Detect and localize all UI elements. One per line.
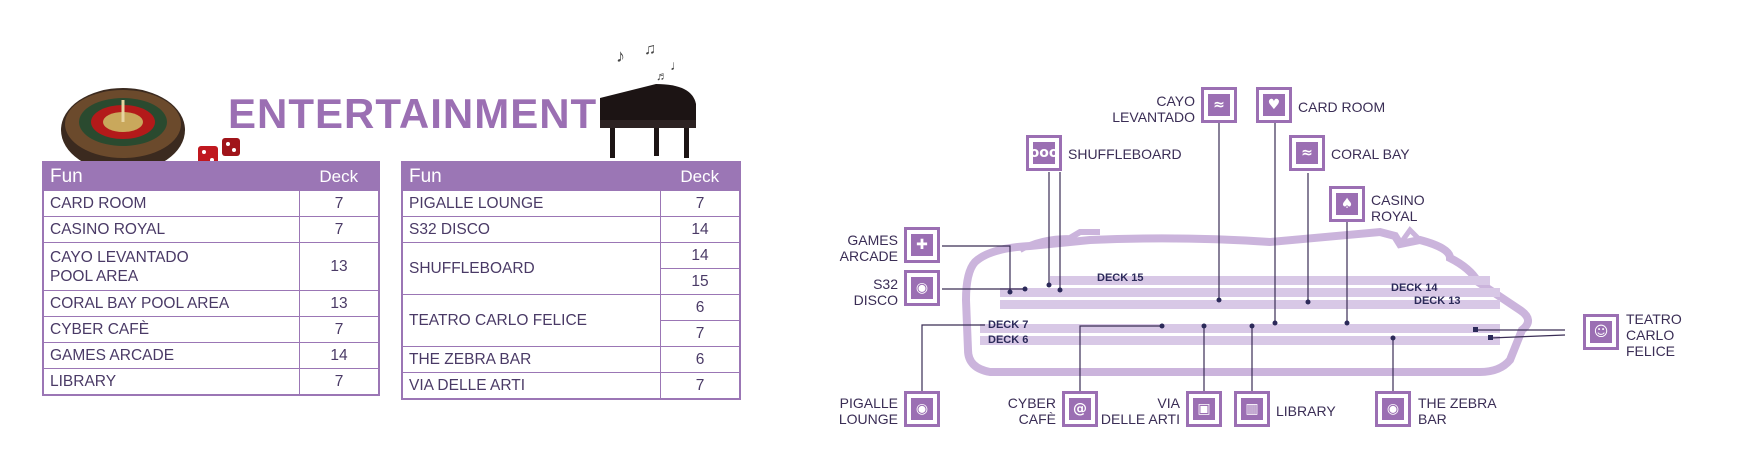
deck-number: 14 [660, 242, 741, 269]
deck-number: 15 [660, 268, 741, 295]
gamepad-icon: ✚ [904, 227, 940, 263]
at-icon: @ [1062, 391, 1098, 427]
cards-icon: ♠ [1329, 186, 1365, 222]
table-row: CYBER CAFÈ 7 [42, 316, 380, 343]
table-row: PIGALLE LOUNGE 7 [401, 190, 741, 217]
table-row: TEATRO CARLO FELICE 6 [401, 294, 741, 347]
deck-7-label: DECK 7 [988, 319, 1029, 331]
shuffleboard-label: SHUFFLEBOARD [1068, 146, 1182, 162]
entertainment-table-2: Fun Deck PIGALLE LOUNGE 7 S32 DISCO 14 S… [401, 161, 741, 400]
table-row: LIBRARY 7 [42, 368, 380, 396]
deck-number: 14 [660, 216, 741, 243]
deck-number: 6 [660, 346, 741, 373]
picture-icon: ▣ [1186, 391, 1222, 427]
deck-number: 7 [660, 372, 741, 400]
deck-15-band [1050, 276, 1490, 285]
deck-column-header: Deck [660, 162, 740, 191]
deck-13-band [1000, 300, 1500, 309]
venue-name: CORAL BAY POOL AREA [42, 290, 300, 317]
deck-13-label: DECK 13 [1414, 295, 1461, 307]
venue-name-line2: POOL AREA [50, 267, 139, 285]
svg-text:♩: ♩ [670, 57, 684, 73]
card-room-label: CARD ROOM [1298, 99, 1386, 115]
venue-name-line1: CAYO LEVANTADO [50, 248, 189, 266]
table-row: THE ZEBRA BAR 6 [401, 346, 741, 373]
venue-name: THE ZEBRA BAR [401, 346, 661, 373]
table-row: CARD ROOM 7 [42, 190, 380, 217]
vinyl-icon: ◉ [904, 391, 940, 427]
venue-name: TEATRO CARLO FELICE [401, 294, 661, 347]
swimmer-icon: ≈ [1201, 87, 1237, 123]
olympic-rings-icon: ooo [1026, 135, 1062, 171]
deck-number: 7 [299, 216, 380, 243]
table-row: CAYO LEVANTADO POOL AREA 13 [42, 242, 380, 291]
table-header-row: Fun Deck [402, 162, 740, 191]
roulette-image [61, 88, 240, 172]
table-row: GAMES ARCADE 14 [42, 342, 380, 369]
venue-name: PIGALLE LOUNGE [401, 190, 661, 217]
vinyl-icon: ◉ [1375, 391, 1411, 427]
table-header-row: Fun Deck [43, 162, 379, 191]
svg-text:♪: ♪ [616, 46, 625, 66]
swimmer-icon: ≈ [1289, 135, 1325, 171]
deck-number: 7 [299, 316, 380, 343]
venue-name: LIBRARY [42, 368, 300, 396]
deck-7-band [980, 324, 1500, 333]
table-row: VIA DELLE ARTI 7 [401, 372, 741, 400]
venue-name: GAMES ARCADE [42, 342, 300, 369]
page-title: ENTERTAINMENT [228, 90, 598, 137]
venue-name: VIA DELLE ARTI [401, 372, 661, 400]
deck-6-label: DECK 6 [988, 334, 1029, 346]
deck-14-label: DECK 14 [1391, 282, 1438, 294]
ship-hull [961, 227, 1532, 376]
deck-15-label: DECK 15 [1097, 272, 1144, 284]
venue-name: CYBER CAFÈ [42, 316, 300, 343]
vinyl-icon: ◉ [904, 270, 940, 306]
venue-name: SHUFFLEBOARD [401, 242, 661, 295]
deck-column-header: Deck [299, 162, 379, 191]
table-row: CORAL BAY POOL AREA 13 [42, 290, 380, 317]
cards-icon: ♥ [1256, 87, 1292, 123]
deck-number: 7 [299, 368, 380, 396]
venue-name: CAYO LEVANTADO POOL AREA [42, 242, 300, 291]
table-row: SHUFFLEBOARD 14 [401, 242, 741, 295]
table-row: 15 [402, 268, 741, 295]
fun-column-header: Fun [402, 162, 661, 191]
deck-number: 7 [660, 190, 741, 217]
table-row: CASINO ROYAL 7 [42, 216, 380, 243]
coral-bay-label: CORAL BAY [1331, 146, 1410, 162]
entertainment-table-1: Fun Deck CARD ROOM 7 CASINO ROYAL 7 CAYO… [42, 161, 380, 396]
fun-column-header: Fun [43, 162, 300, 191]
venue-name: CASINO ROYAL [42, 216, 300, 243]
svg-text:♬: ♬ [656, 69, 668, 83]
venue-name: CARD ROOM [42, 190, 300, 217]
svg-text:♫: ♫ [644, 41, 656, 58]
theatre-masks-icon: ☺ [1583, 314, 1619, 350]
venue-name: S32 DISCO [401, 216, 661, 243]
deck-6-band [980, 336, 1500, 345]
deck-number: 14 [299, 342, 380, 369]
book-icon: ▥ [1234, 391, 1270, 427]
deck-14-band [1000, 288, 1500, 297]
table-row: S32 DISCO 14 [401, 216, 741, 243]
piano-image: ♪ ♫ ♩ ♬ [600, 41, 696, 158]
library-label: LIBRARY [1276, 403, 1336, 419]
